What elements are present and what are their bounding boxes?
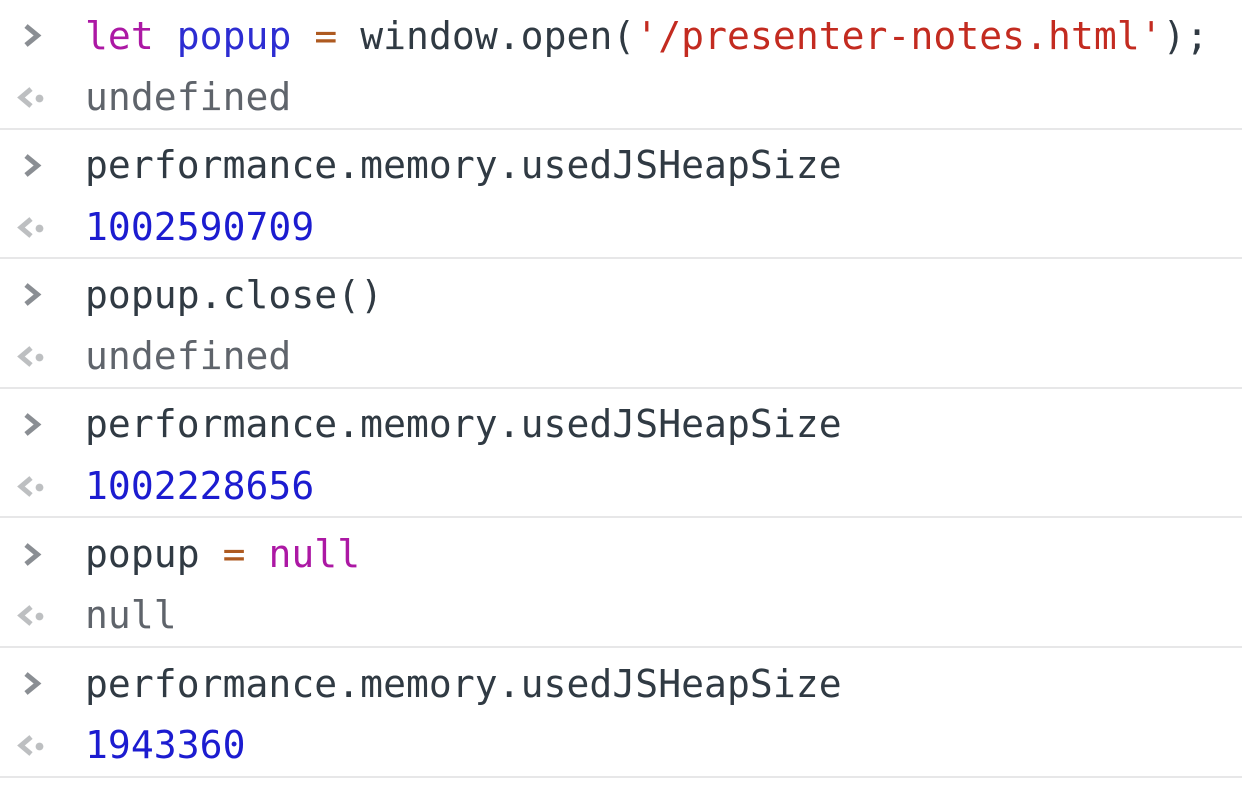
token-default: performance.memory.usedJSHeapSize bbox=[85, 661, 842, 706]
console-result-row: 1002590709 bbox=[0, 196, 1242, 257]
token-string: '/presenter-notes.html' bbox=[635, 13, 1163, 58]
console-result-row: null bbox=[0, 585, 1242, 646]
console-prompt-gutter bbox=[0, 281, 85, 308]
console-result-gutter bbox=[0, 472, 85, 500]
returned-value-icon bbox=[17, 735, 44, 756]
console-command-row: performance.memory.usedJSHeapSize bbox=[0, 653, 1242, 714]
token-default bbox=[291, 14, 314, 58]
console-command-text: popup = null bbox=[85, 535, 360, 573]
console-message-group: performance.memory.usedJSHeapSize 1002228… bbox=[0, 389, 1242, 519]
token-default: popup.close() bbox=[85, 272, 384, 317]
token-default: popup bbox=[85, 532, 200, 577]
console-command-row: performance.memory.usedJSHeapSize bbox=[0, 394, 1242, 455]
token-operator: = bbox=[222, 532, 246, 577]
console-result-row: 1002228656 bbox=[0, 455, 1242, 516]
token-muted: null bbox=[85, 593, 177, 638]
chevron-right-icon bbox=[24, 412, 42, 436]
console-result-text: undefined bbox=[85, 337, 291, 375]
returned-value-icon bbox=[17, 475, 44, 497]
console-command-text: performance.memory.usedJSHeapSize bbox=[85, 146, 842, 184]
console-command-text: performance.memory.usedJSHeapSize bbox=[85, 665, 842, 703]
console-message-group: performance.memory.usedJSHeapSize 1943360 bbox=[0, 648, 1242, 778]
token-default: performance.memory.usedJSHeapSize bbox=[85, 143, 842, 188]
chevron-right-icon bbox=[24, 672, 42, 696]
token-keyword: null bbox=[268, 532, 361, 577]
console-message-group: popup.close() undefined bbox=[0, 259, 1242, 389]
returned-value-icon bbox=[17, 605, 44, 627]
console-command-text: performance.memory.usedJSHeapSize bbox=[85, 405, 842, 443]
token-default bbox=[200, 532, 223, 576]
console-command-row: let popup = window.open('/presenter-note… bbox=[0, 5, 1242, 66]
console-prompt-gutter bbox=[0, 152, 85, 179]
console-command-row: popup.close() bbox=[0, 264, 1242, 325]
token-default: performance.memory.usedJSHeapSize bbox=[85, 402, 842, 447]
console-prompt-gutter bbox=[0, 541, 85, 568]
console-message-group: performance.memory.usedJSHeapSize 1002590… bbox=[0, 130, 1242, 260]
console-result-row: undefined bbox=[0, 325, 1242, 386]
token-default: ); bbox=[1162, 13, 1209, 58]
chevron-right-icon bbox=[24, 153, 42, 177]
token-number: 1002590709 bbox=[85, 204, 315, 249]
console-result-gutter bbox=[0, 83, 85, 111]
token-muted: undefined bbox=[85, 74, 292, 119]
returned-value-icon bbox=[17, 346, 44, 368]
console-result-text: 1943360 bbox=[85, 726, 246, 764]
console-result-gutter bbox=[0, 731, 85, 759]
console-result-text: undefined bbox=[85, 78, 291, 116]
token-default: window.open( bbox=[360, 13, 636, 58]
returned-value-icon bbox=[17, 216, 44, 238]
console-command-text: let popup = window.open('/presenter-note… bbox=[85, 17, 1209, 55]
console-result-text: 1002228656 bbox=[85, 467, 314, 505]
chevron-right-icon bbox=[24, 283, 42, 307]
chevron-right-icon bbox=[24, 24, 42, 48]
token-default bbox=[337, 14, 360, 58]
console-result-gutter bbox=[0, 342, 85, 370]
console-result-gutter bbox=[0, 601, 85, 629]
console-result-row: undefined bbox=[0, 66, 1242, 127]
token-default bbox=[154, 14, 177, 58]
chevron-right-icon bbox=[24, 542, 42, 566]
token-variable: popup bbox=[176, 13, 292, 58]
console-command-row: performance.memory.usedJSHeapSize bbox=[0, 135, 1242, 196]
console-message-group: let popup = window.open('/presenter-note… bbox=[0, 0, 1242, 130]
returned-value-icon bbox=[17, 87, 44, 108]
console-command-text: popup.close() bbox=[85, 276, 383, 314]
console-prompt-gutter bbox=[0, 411, 85, 438]
console-result-row: 1943360 bbox=[0, 714, 1242, 775]
token-number: 1002228656 bbox=[85, 463, 315, 508]
token-default bbox=[246, 532, 269, 576]
console-result-text: 1002590709 bbox=[85, 208, 314, 246]
token-number: 1943360 bbox=[85, 722, 246, 767]
token-muted: undefined bbox=[85, 334, 292, 379]
console-result-gutter bbox=[0, 213, 85, 241]
console-prompt-gutter bbox=[0, 22, 85, 49]
token-keyword: let bbox=[85, 13, 154, 58]
console-command-row: popup = null bbox=[0, 523, 1242, 584]
console-prompt-gutter bbox=[0, 670, 85, 697]
console-result-text: null bbox=[85, 596, 177, 634]
token-operator: = bbox=[314, 13, 338, 58]
